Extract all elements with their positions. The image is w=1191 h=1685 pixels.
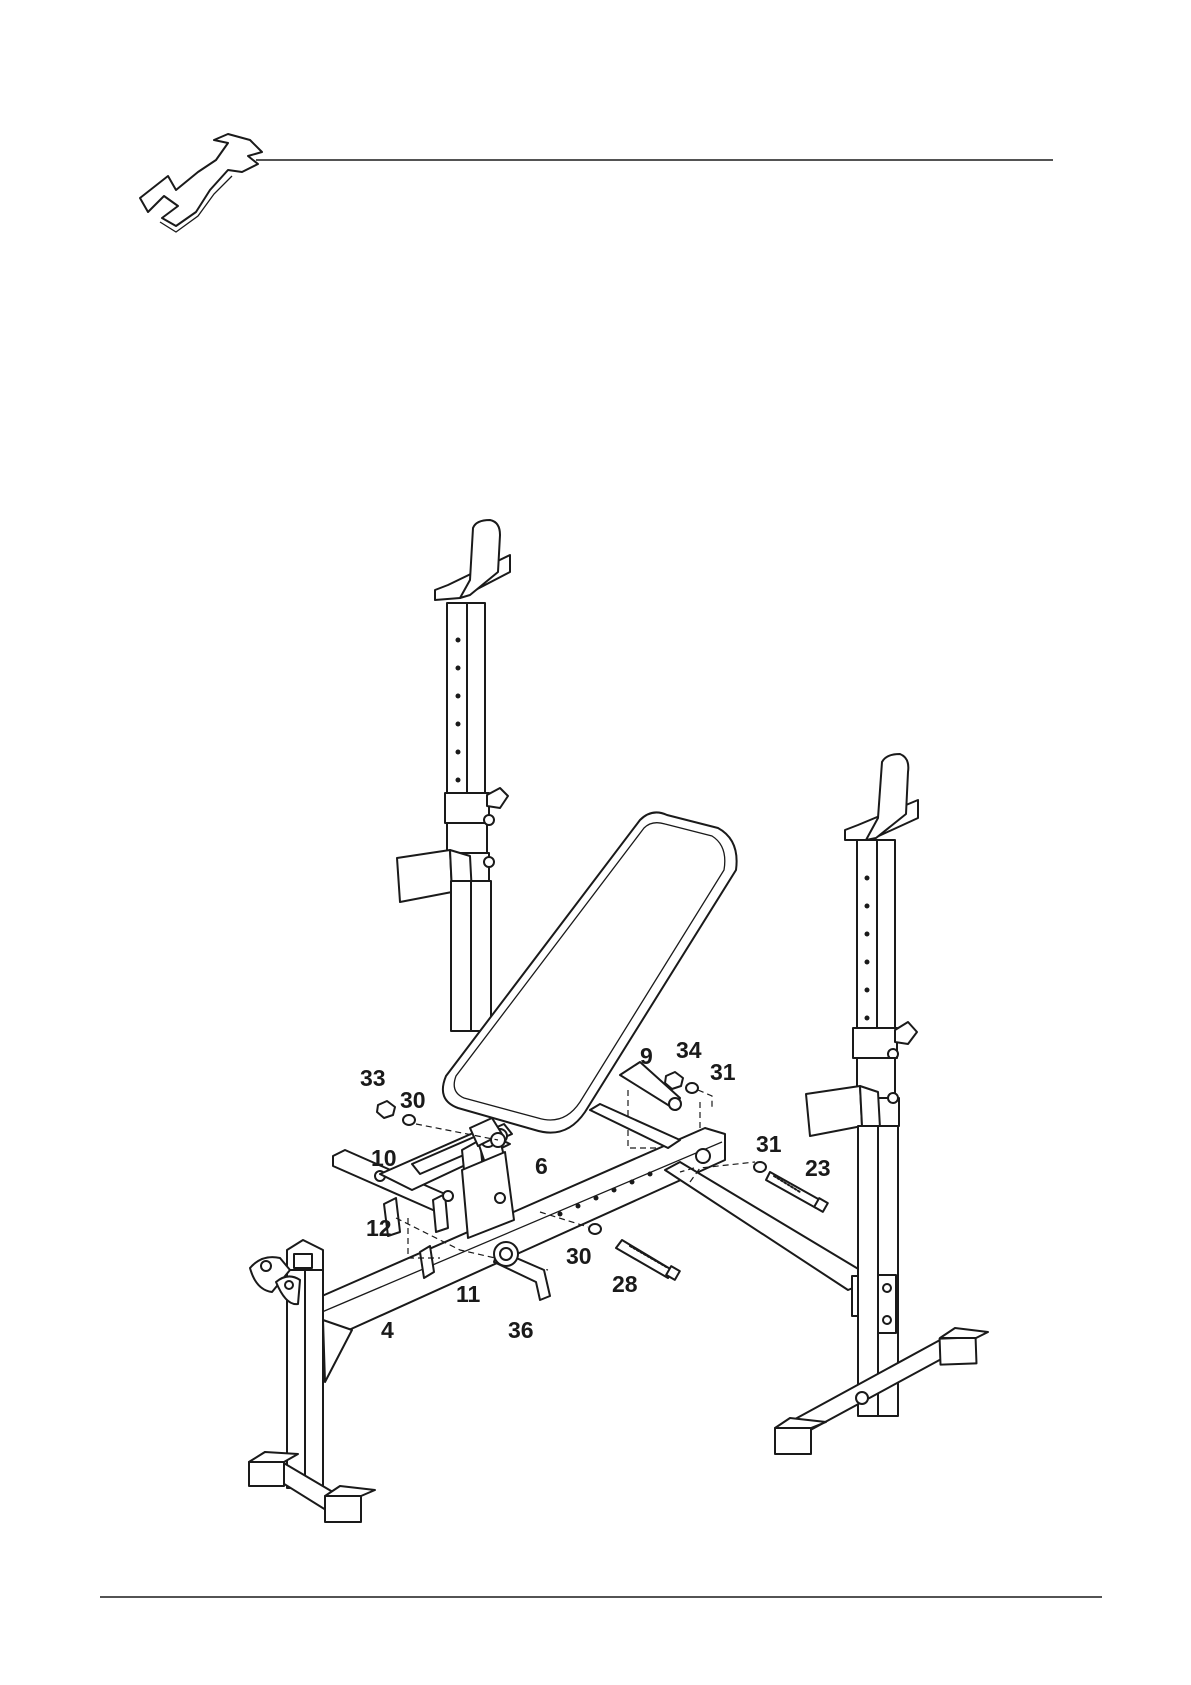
label-28: 28: [612, 1271, 638, 1297]
label-30-upper: 30: [400, 1087, 426, 1113]
right-upright: [775, 754, 988, 1454]
label-10: 10: [371, 1145, 397, 1171]
label-34: 34: [676, 1037, 702, 1063]
label-31-lower: 31: [756, 1131, 782, 1157]
label-30-lower: 30: [566, 1243, 592, 1269]
label-31-upper: 31: [710, 1059, 736, 1085]
left-upright: [397, 520, 510, 1031]
label-4: 4: [381, 1317, 394, 1343]
label-36: 36: [508, 1317, 534, 1343]
label-11: 11: [456, 1281, 481, 1307]
label-9: 9: [640, 1043, 653, 1069]
label-12: 12: [366, 1215, 392, 1241]
label-33: 33: [360, 1065, 386, 1091]
wrench-icon: [140, 134, 262, 232]
label-23: 23: [805, 1155, 831, 1181]
label-6: 6: [535, 1153, 548, 1179]
